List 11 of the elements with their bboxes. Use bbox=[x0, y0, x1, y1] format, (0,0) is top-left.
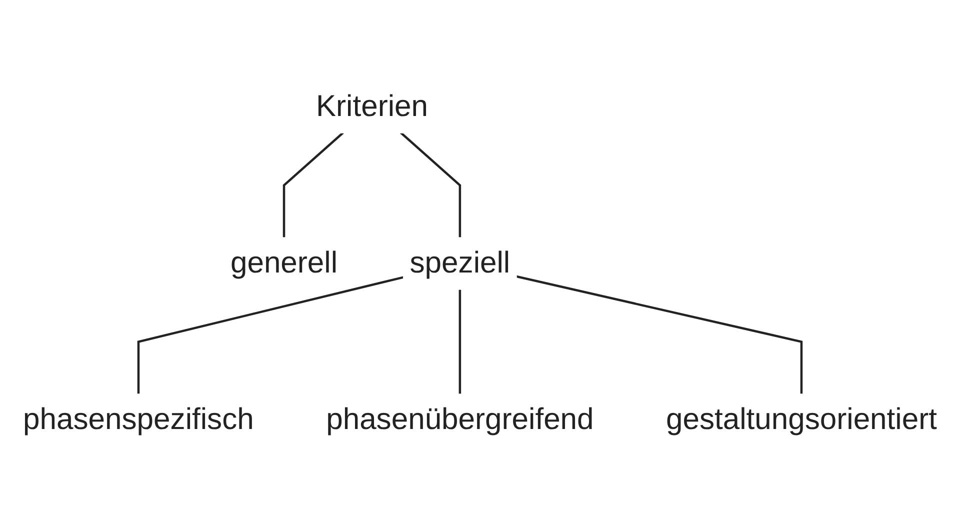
node-text: speziell bbox=[410, 246, 510, 280]
connector bbox=[400, 132, 462, 238]
connector bbox=[137, 276, 404, 394]
node-text: gestaltungsorientiert bbox=[666, 403, 937, 437]
connector bbox=[516, 275, 803, 394]
node-text: generell bbox=[230, 246, 338, 280]
connector bbox=[458, 289, 462, 394]
node-text: phasenspezifisch bbox=[23, 403, 254, 437]
node-text: phasenübergreifend bbox=[326, 403, 594, 437]
connector bbox=[282, 132, 344, 238]
node-text: Kriterien bbox=[316, 90, 428, 124]
